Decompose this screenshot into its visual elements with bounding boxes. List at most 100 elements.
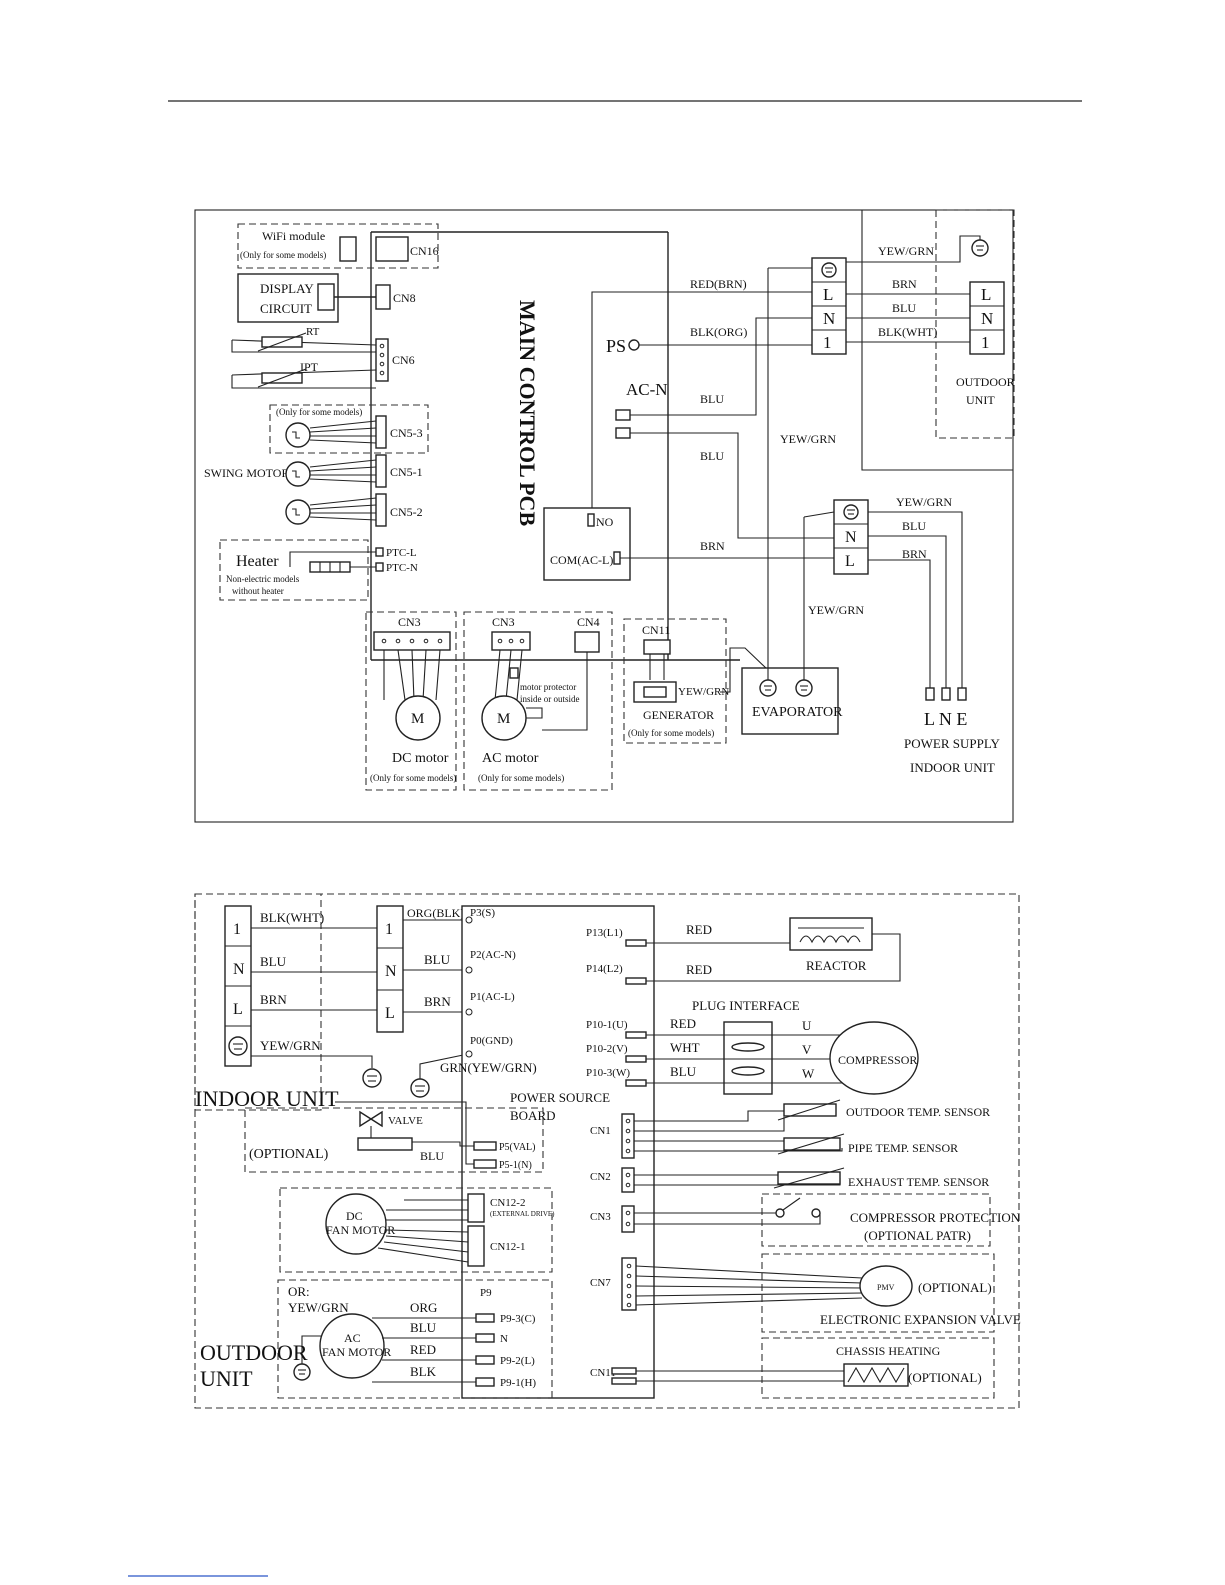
board-terminal (376, 905, 404, 1033)
ps-term-n: N (845, 529, 857, 546)
indoor-unit-label: INDOOR UNIT (910, 760, 995, 775)
cn3-label: CN3 (590, 1211, 611, 1223)
brn2-label: BRN (424, 994, 451, 1009)
ptc-l-label: PTC-L (386, 547, 417, 559)
compressor (829, 1021, 919, 1095)
wifi-module-note: (Only for some models) (240, 250, 326, 260)
ps-yew-grn: YEW/GRN (896, 495, 952, 509)
evaporator-box (741, 667, 839, 735)
swing-motor-label: SWING MOTOR (204, 466, 289, 480)
ac-fan-label-2: FAN MOTOR (322, 1345, 391, 1359)
ind-t1: 1 (233, 921, 241, 938)
relay-box (543, 507, 631, 581)
valve-label: VALVE (388, 1115, 423, 1127)
outdoor-unit-group (935, 209, 1015, 439)
outdoor-unit-label-2: UNIT (966, 393, 995, 407)
pmv-valve (859, 1265, 913, 1307)
grn-yew-label: GRN(YEW/GRN) (440, 1060, 537, 1075)
p5-1-label: P5-1(N) (499, 1160, 532, 1171)
cn11-label: CN11 (642, 623, 670, 637)
ac-fan-group (277, 1279, 553, 1399)
external-drive-label: (EXTERNAL DRIVE) (490, 1210, 555, 1218)
p9-n-label: N (500, 1333, 508, 1345)
dc-motor-note: (Only for some models) (370, 773, 456, 783)
eev-group (761, 1253, 995, 1333)
or-label: OR: (288, 1284, 310, 1299)
ind-tl: L (233, 1001, 243, 1018)
chassis-heating-group (761, 1337, 995, 1399)
outdoor-unit-label-2: UNIT (200, 1366, 253, 1391)
ps-brn: BRN (902, 547, 927, 561)
dc-fan-motor (325, 1193, 387, 1255)
dc-motor (395, 695, 441, 741)
cn4-label: CN4 (577, 615, 600, 629)
motor-protector-1: motor protector (520, 682, 576, 692)
blu2-label: BLU (424, 952, 451, 967)
cn8-label: CN8 (393, 291, 416, 305)
ac-motor-note: (Only for some models) (478, 773, 564, 783)
mid-yew-grn: YEW/GRN (780, 432, 836, 446)
generator-note: (Only for some models) (628, 728, 714, 738)
outdoor-unit-label-1: OUTDOOR (200, 1340, 308, 1365)
p14-label: P14(L2) (586, 963, 623, 975)
comp-protection-group (761, 1193, 991, 1247)
blk-wht-top: BLK(WHT) (878, 325, 937, 339)
blk-wht-label: BLK(WHT) (260, 910, 324, 925)
comp-prot-label-1: COMPRESSOR PROTECTION (850, 1210, 1021, 1225)
cn7-label: CN7 (590, 1277, 611, 1289)
red-brn-label: RED(BRN) (690, 277, 747, 291)
cn2-label: CN2 (590, 1171, 611, 1183)
reactor-label: REACTOR (806, 958, 867, 973)
yew-grn-label: YEW/GRN (260, 1038, 321, 1053)
red-label: RED (410, 1342, 436, 1357)
out-1: 1 (981, 333, 990, 352)
ac-fan-motor (319, 1313, 385, 1379)
cn3-a-label: CN3 (398, 615, 421, 629)
p9-label: P9 (480, 1287, 492, 1299)
ps-blu: BLU (902, 519, 926, 533)
indoor-diagram-frame (194, 209, 1014, 823)
ac-motor-m: M (497, 711, 510, 727)
red1-label: RED (686, 922, 712, 937)
p10-3-label: P10-3(W) (586, 1067, 630, 1079)
pmv-label: PMV (877, 1283, 895, 1292)
valve-group (244, 1107, 544, 1173)
cn3-b-label: CN3 (492, 615, 515, 629)
p13-label: P13(L1) (586, 927, 623, 939)
p0-label: P0(GND) (470, 1035, 513, 1047)
p10-1-label: P10-1(U) (586, 1019, 628, 1031)
rt-label: RT (306, 326, 320, 338)
dc-fan-label-1: DC (346, 1209, 363, 1223)
wifi-module-label: WiFi module (262, 229, 325, 243)
cn12-2-label: CN12-2 (490, 1197, 525, 1209)
cn8-connector (375, 284, 391, 310)
outdoor-unit-label-1: OUTDOOR (956, 375, 1015, 389)
outdoor-terminal-block (969, 281, 1005, 355)
cn6-label: CN6 (392, 353, 415, 367)
swing-optional-group (269, 404, 429, 454)
p1-label: P1(AC-L) (470, 991, 515, 1003)
main-pcb-label: MAIN CONTROL PCB (515, 300, 540, 526)
display-circuit-label-1: DISPLAY (260, 281, 314, 296)
cn5-1-label: CN5-1 (390, 465, 423, 479)
power-source-label-2: BOARD (510, 1108, 556, 1123)
red3-label: RED (670, 1016, 696, 1031)
out-n: N (981, 309, 993, 328)
term-n: N (823, 309, 835, 328)
ps-label: PS (606, 336, 626, 356)
cn11-label: CN11 (590, 1367, 616, 1379)
blu-top: BLU (892, 301, 916, 315)
dc-fan-group (279, 1187, 553, 1273)
plug-interface-box (723, 1021, 773, 1095)
blu3-label: BLU (410, 1320, 437, 1335)
cn16-connector (375, 236, 409, 262)
display-circuit-label-2: CIRCUIT (260, 301, 312, 316)
dc-motor-m: M (411, 711, 424, 727)
valve-icon (359, 1110, 383, 1128)
board-t1: 1 (385, 921, 393, 938)
dc-fan-label-2: FAN MOTOR (326, 1223, 395, 1237)
blu4-label: BLU (670, 1064, 697, 1079)
out-l: L (981, 285, 991, 304)
exhaust-temp-label: EXHAUST TEMP. SENSOR (848, 1175, 989, 1189)
